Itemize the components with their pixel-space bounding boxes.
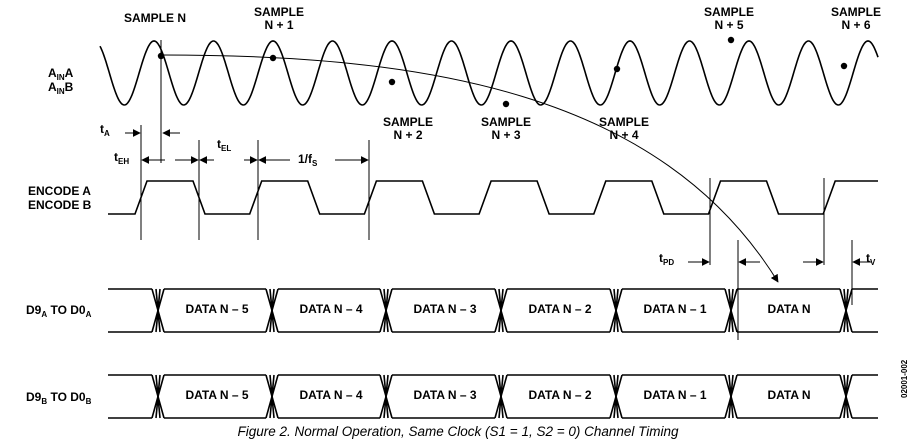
bus-edge-line (155, 374, 161, 419)
bus-b-cell-4: DATA N – 2 (528, 388, 591, 402)
bus-edge-line (613, 288, 619, 333)
sample-label-n: SAMPLE N (124, 11, 186, 25)
timing-arrows (125, 129, 872, 266)
sample-point-5 (613, 65, 621, 73)
sample-point-7 (840, 62, 848, 70)
bus-edge-line (269, 288, 275, 333)
bus-edge-line (728, 288, 734, 333)
sample-points (157, 36, 848, 108)
sample-label-n3-line1: SAMPLE (481, 115, 531, 129)
sample-label-n2-line1: SAMPLE (383, 115, 433, 129)
bus-a-data-cells: DATA N – 5 DATA N – 4 DATA N – 3 DATA N … (185, 302, 810, 316)
bus-edge-line (843, 374, 849, 419)
bus-edge-line (269, 374, 275, 419)
bus-a-cell-4: DATA N – 2 (528, 302, 591, 316)
bus-b-data-cells: DATA N – 5 DATA N – 4 DATA N – 3 DATA N … (185, 388, 810, 402)
ta-label: tA (100, 122, 110, 138)
encode-clock: ENCODE A ENCODE B (28, 180, 878, 215)
ain-b-label: AINB (48, 80, 74, 96)
figure-id: 02001-002 (900, 359, 909, 398)
sample-label-n4-line1: SAMPLE (599, 115, 649, 129)
bus-edge-line (498, 288, 504, 333)
sample-labels: SAMPLE N SAMPLE N + 1 SAMPLE N + 2 SAMPL… (124, 5, 881, 142)
bus-b-cell-2: DATA N – 4 (299, 388, 362, 402)
timing-labels: tA tEH tEL 1/fS tPD tV (100, 122, 876, 267)
tv-label: tV (866, 251, 876, 267)
sample-label-n6-line2: N + 6 (841, 18, 870, 32)
bus-a-label: D9A TO D0A (26, 303, 92, 319)
sample-label-n1-line1: SAMPLE (254, 5, 304, 19)
bus-edge-line (613, 374, 619, 419)
bus-b-cell-3: DATA N – 3 (413, 388, 476, 402)
sample-point-6 (727, 36, 735, 44)
bus-edge-line (498, 374, 504, 419)
bus-b-label: D9B TO D0B (26, 390, 92, 406)
analog-input-waveform (99, 40, 879, 106)
bus-a-cell-2: DATA N – 4 (299, 302, 362, 316)
figure-caption: Figure 2. Normal Operation, Same Clock (… (237, 424, 679, 439)
bus-a-cell-3: DATA N – 3 (413, 302, 476, 316)
sample-label-n3-line2: N + 3 (491, 128, 520, 142)
bus-a-cell-5: DATA N – 1 (643, 302, 706, 316)
sample-point-4 (502, 100, 510, 108)
latency-arrow (161, 54, 779, 283)
bus-b-cell-5: DATA N – 1 (643, 388, 706, 402)
bus-edge-line (383, 374, 389, 419)
tpd-label: tPD (659, 251, 674, 267)
sample-label-n5-line2: N + 5 (714, 18, 743, 32)
sample-label-n2-line2: N + 2 (393, 128, 422, 142)
bus-b-cell-6: DATA N (767, 388, 810, 402)
sample-label-n1-line2: N + 1 (264, 18, 293, 32)
bus-a-cell-1: DATA N – 5 (185, 302, 248, 316)
tel-label: tEL (217, 137, 231, 153)
encode-clock-waveform (108, 180, 878, 215)
sample-label-n5-line1: SAMPLE (704, 5, 754, 19)
data-bus-b: D9B TO D0B DATA N – 5 DATA N – 4 DATA N … (26, 374, 878, 419)
bus-edge-line (383, 288, 389, 333)
fs-label: 1/fS (298, 152, 318, 168)
ain-a-label: AINA (48, 66, 74, 82)
bus-b-cell-1: DATA N – 5 (185, 388, 248, 402)
data-bus-a: D9A TO D0A DATA N – 5 DATA N – 4 DATA N … (26, 288, 878, 333)
encode-b-label: ENCODE B (28, 198, 92, 212)
sample-label-n6-line1: SAMPLE (831, 5, 881, 19)
bus-edge-line (843, 288, 849, 333)
analog-input-label: AINA AINB (48, 66, 74, 96)
timing-guide-lines (140, 40, 853, 340)
bus-b-waveform (108, 374, 878, 419)
bus-edge-line (155, 288, 161, 333)
bus-a-waveform (108, 288, 878, 333)
sample-point-3 (388, 78, 396, 86)
teh-label: tEH (114, 150, 129, 166)
sample-label-n4-line2: N + 4 (609, 128, 638, 142)
bus-a-cell-6: DATA N (767, 302, 810, 316)
bus-edge-line (728, 374, 734, 419)
encode-a-label: ENCODE A (28, 184, 91, 198)
